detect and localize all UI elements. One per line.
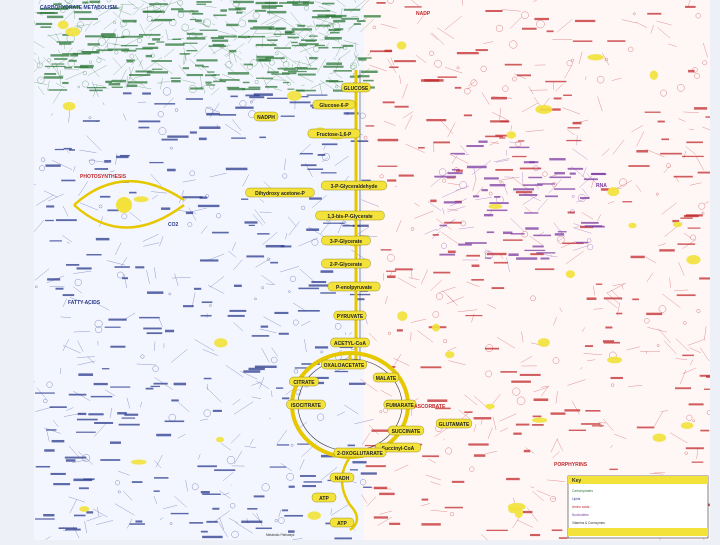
fructose-16p-node: Fructose-1,6-P [308,129,360,138]
bpg-node: 1,3-bis-P-Glycerate [316,211,385,220]
atp-node-2: ATP [330,518,354,527]
malate-node-label: MALATE [376,376,397,382]
legend-row: Amino acids [572,505,590,509]
succinate-node-label: SUCCINATE [392,429,421,435]
legend: Key Carbohydrates Lipids Amino acids Nuc… [568,476,708,538]
fructose-16p-node-label: Fructose-1,6-P [317,132,352,138]
g3p-node-label: 3-P-Glyceraldehyde [331,184,378,190]
porphyrins-label: PORPHYRINS [554,462,588,468]
glutamate-node-label: GLUTAMATE [439,422,470,428]
oxaloacetate-node: OXALOACETATE [321,360,367,369]
ascorbate-label: ASCORBATE [414,404,446,410]
isocitrate-node-label: ISOCITRATE [291,403,322,409]
glutamate-node: GLUTAMATE [436,419,472,428]
fumarate-node-label: FUMARATE [386,403,414,409]
citrate-node: CITRATE [289,377,318,386]
pyruvate-node-label: PYRUVATE [337,314,364,320]
nadh-node-label: NADH [335,476,350,482]
left-header: CARBOHYDRATE METABOLISM [40,5,117,11]
g3p-node: 3-P-Glyceraldehyde [321,181,386,190]
metabolic-pathways-poster: GLUCOSE Glucose-6-P NADPH Fructose-1,6-P Dih… [34,0,710,540]
nadph-node-label: NADPH [257,115,275,121]
pathway-map: GLUCOSE Glucose-6-P NADPH Fructose-1,6-P Dih… [34,0,710,540]
succinyl-coa-node-label: Succinyl-CoA [382,446,415,452]
nadh-node: NADH [330,473,354,482]
dhap-node-label: Dihydroxy acetone-P [255,191,305,197]
legend-row: Carbohydrates [572,489,593,493]
co2-label: CO2 [168,222,179,228]
3pg-node: 3-P-Glycerate [322,236,371,245]
citrate-node-label: CITRATE [293,380,315,386]
nadph-node: NADPH [254,112,278,121]
oxaloacetate-node-label: OXALOACETATE [324,363,365,369]
2pg-node-label: 2-P-Glycerate [330,262,362,268]
glucose-node-label: GLUCOSE [344,86,369,92]
acetyl-coa-node: ACETYL-CoA [331,338,370,347]
3pg-node-label: 3-P-Glycerate [330,239,362,245]
blue-region-bg [34,0,364,540]
legend-row: Nucleotides [572,513,589,517]
bpg-node-label: 1,3-bis-P-Glycerate [327,214,373,220]
footer-credit: Metabolic Pathways [266,533,295,537]
legend-row: Lipids [572,497,581,501]
legend-row: Vitamins & Coenzymes [572,521,605,525]
malate-node: MALATE [373,373,399,382]
pep-node-label: P-enolpyruvate [336,285,372,291]
succinate-node: SUCCINATE [388,426,424,435]
ketoglutarate-node-label: 2-OXOGLUTARATE [337,451,383,457]
pep-node: P-enolpyruvate [328,282,380,291]
nadp-label: NADP [416,11,431,17]
glucose-6p-node-label: Glucose-6-P [319,103,349,109]
glucose-node: GLUCOSE [341,83,370,92]
atp-node-label: ATP [319,496,329,502]
fumarate-node: FUMARATE [384,400,416,409]
rna-label: RNA [596,183,607,189]
glucose-6p-node: Glucose-6-P [313,100,355,109]
isocitrate-node: ISOCITRATE [287,400,326,409]
atp-node-2-label: ATP [337,521,347,527]
legend-title: Key [572,478,581,484]
fatty-acids-label: FATTY ACIDS [68,300,101,306]
ketoglutarate-node: 2-OXOGLUTARATE [334,448,386,457]
pyruvate-node: PYRUVATE [334,311,366,320]
atp-node: ATP [312,493,336,502]
acetyl-coa-node-label: ACETYL-CoA [334,341,366,347]
2pg-node: 2-P-Glycerate [322,259,371,268]
dhap-node: Dihydroxy acetone-P [246,188,315,197]
photosynthesis-label: PHOTOSYNTHESIS [80,174,127,180]
